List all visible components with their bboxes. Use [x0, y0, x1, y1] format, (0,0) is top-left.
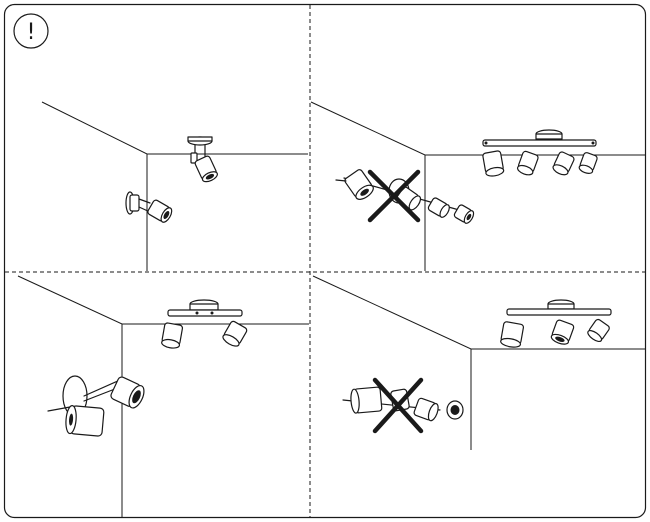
two-spot-wall-fixture — [47, 375, 145, 437]
warning-symbol: ! — [27, 20, 36, 45]
cross-mark-icon — [372, 377, 424, 434]
outer-frame — [3, 3, 647, 519]
cross-mark-icon — [367, 169, 421, 223]
three-spot-bar-wall-fixture-wrong — [342, 377, 464, 434]
panel-bottom-right — [312, 275, 645, 450]
panel-top-left — [41, 101, 308, 271]
four-spot-bar-ceiling-fixture — [482, 129, 598, 177]
ceiling-wall-edge — [17, 275, 309, 325]
ceiling-wall-edge — [41, 101, 308, 155]
ceiling-wall-edge — [310, 101, 645, 156]
panel-top-right — [310, 101, 645, 271]
single-spot-ceiling-fixture — [187, 136, 218, 183]
two-spot-bar-ceiling-fixture — [161, 299, 248, 349]
panel-bottom-left — [17, 275, 309, 517]
three-spot-bar-ceiling-fixture — [500, 299, 612, 348]
warning-icon: ! — [13, 13, 49, 49]
four-spot-bar-wall-fixture-wrong — [335, 169, 475, 224]
single-spot-wall-fixture — [125, 191, 173, 223]
